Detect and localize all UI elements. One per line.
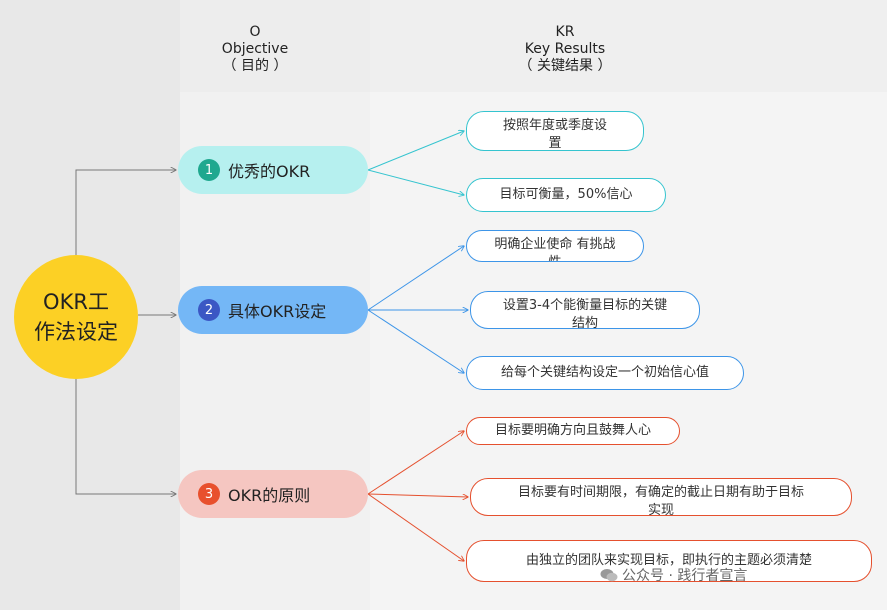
key-results-header-cn: （ 关键结果 ） xyxy=(518,58,612,74)
watermark: 公众号 · 践行者宣言 xyxy=(600,565,747,585)
key-result-line-2: 置 xyxy=(548,136,562,151)
objective-number-badge: 1 xyxy=(198,159,220,181)
center-line-2: 作法设定 xyxy=(34,320,118,344)
key-result-line-1: 由独立的团队来实现目标，即执行的主题必须清楚 xyxy=(525,553,812,568)
link-obj1-kr2 xyxy=(367,169,464,195)
key-result-line-1: 明确企业使命 有挑战 xyxy=(494,237,616,252)
objective-header: O Objective （ 目的 ） xyxy=(180,24,330,75)
objective-header-en: Objective xyxy=(221,41,289,57)
center-node: OKR工 作法设定 xyxy=(14,255,138,379)
key-result-node-3: 明确企业使命 有挑战 性 xyxy=(466,230,644,262)
key-results-header-letter: KR xyxy=(555,24,575,40)
key-results-header-en: Key Results xyxy=(524,41,606,57)
key-result-node-5: 给每个关键结构设定一个初始信心值 xyxy=(466,356,744,390)
objective-header-band xyxy=(180,0,370,92)
link-center-obj1 xyxy=(75,170,176,255)
objective-node-2: 2 具体OKR设定 xyxy=(178,286,368,334)
key-result-node-8: 由独立的团队来实现目标，即执行的主题必须清楚 xyxy=(466,540,872,582)
objective-header-cn: （ 目的 ） xyxy=(222,58,288,74)
objective-header-letter: O xyxy=(249,24,261,40)
link-obj1-kr1 xyxy=(367,131,464,171)
key-result-line-2: 性 xyxy=(467,254,643,261)
key-result-line-1: 目标要有时间期限，有确定的截止日期有助于目标 xyxy=(517,485,804,500)
key-result-node-4: 设置3-4个能衡量目标的关键 结构 xyxy=(470,291,700,329)
key-result-line-2: 实现 xyxy=(647,503,674,516)
key-result-line-1: 目标可衡量，50%信心 xyxy=(499,187,633,202)
link-obj3-kr6 xyxy=(367,431,464,495)
key-result-line-1: 设置3-4个能衡量目标的关键 xyxy=(502,298,668,313)
objective-number-badge: 2 xyxy=(198,299,220,321)
objective-node-1: 1 优秀的OKR xyxy=(178,146,368,194)
link-obj3-kr8 xyxy=(367,493,464,561)
center-line-1: OKR工 xyxy=(43,290,109,314)
key-result-node-6: 目标要明确方向且鼓舞人心 xyxy=(466,417,680,445)
objective-label: 具体OKR设定 xyxy=(228,302,327,321)
key-result-node-7: 目标要有时间期限，有确定的截止日期有助于目标 实现 xyxy=(470,478,852,516)
objective-number-badge: 3 xyxy=(198,483,220,505)
key-results-header: KR Key Results （ 关键结果 ） xyxy=(480,24,650,75)
key-result-line-1: 目标要明确方向且鼓舞人心 xyxy=(494,423,651,438)
link-obj2-kr3 xyxy=(367,246,464,311)
key-result-line-1: 按照年度或季度设 xyxy=(502,118,607,133)
objective-node-3: 3 OKR的原则 xyxy=(178,470,368,518)
key-result-line-2: 结构 xyxy=(571,316,598,329)
link-obj2-kr5 xyxy=(367,309,464,373)
objective-label: OKR的原则 xyxy=(228,486,311,505)
wechat-icon xyxy=(600,569,618,582)
key-result-node-2: 目标可衡量，50%信心 xyxy=(466,178,666,212)
link-center-obj3 xyxy=(75,379,176,494)
key-results-header-band xyxy=(370,0,887,92)
watermark-text: 公众号 · 践行者宣言 xyxy=(622,568,748,584)
link-obj3-kr7 xyxy=(367,493,468,497)
key-result-node-1: 按照年度或季度设 置 xyxy=(466,111,644,151)
key-result-line-1: 给每个关键结构设定一个初始信心值 xyxy=(500,365,709,380)
objective-label: 优秀的OKR xyxy=(228,162,311,181)
